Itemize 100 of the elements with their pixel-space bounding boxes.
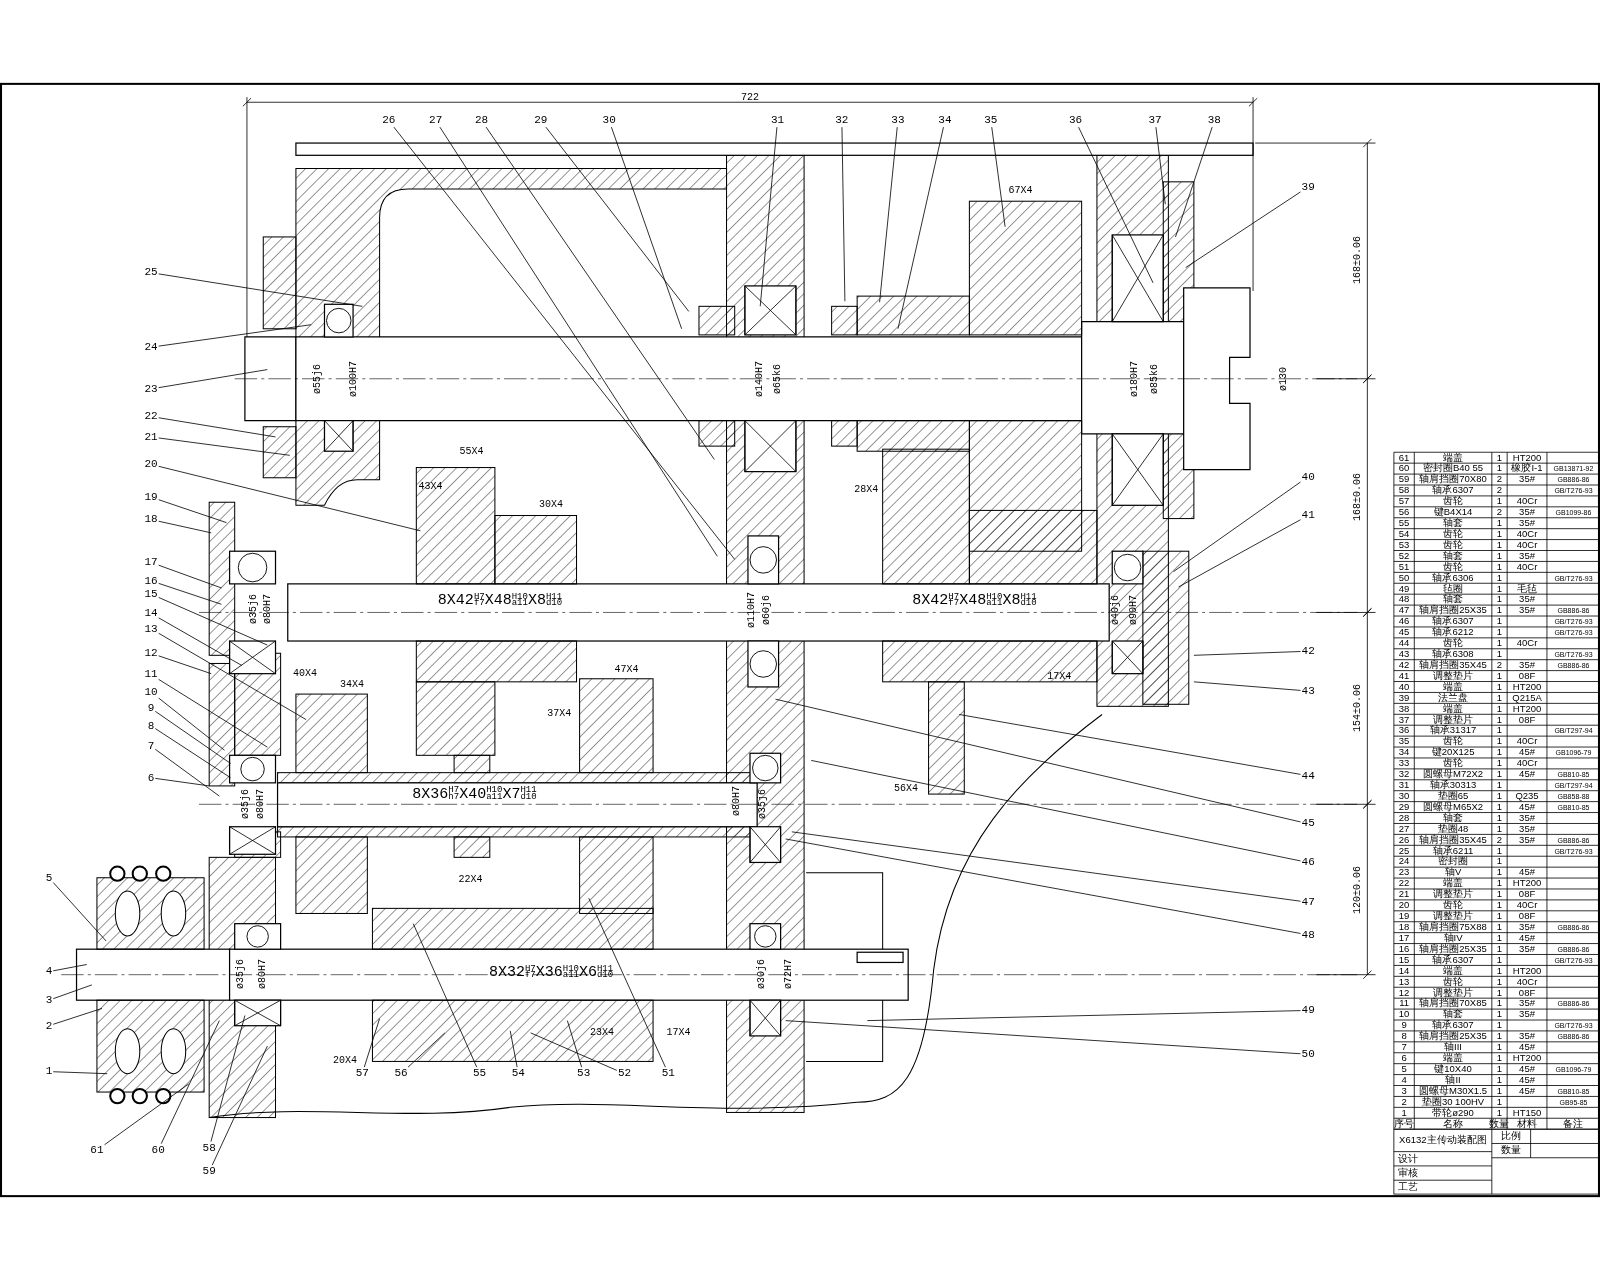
fit-dimension-text: ø35j6 xyxy=(249,594,260,625)
callout-number: 51 xyxy=(661,1067,675,1079)
parts-list-text: 1 xyxy=(1496,725,1503,736)
parts-list-text: 27 xyxy=(1398,823,1410,834)
parts-list-text: HT200 xyxy=(1512,878,1542,889)
parts-list-text: 轴肩挡圈25X35 xyxy=(1419,605,1487,616)
callout-number: 23 xyxy=(144,383,158,395)
parts-list-text: 轴承6308 xyxy=(1432,649,1474,659)
parts-list-text: 1 xyxy=(1496,1042,1503,1052)
callout-number: 9 xyxy=(147,702,155,714)
leader-line xyxy=(158,697,225,751)
parts-list-text: 齿轮 xyxy=(1443,561,1464,572)
parts-list-text: 60 xyxy=(1398,463,1410,474)
parts-list-text: 2 xyxy=(1496,834,1503,845)
leader-line xyxy=(158,655,212,675)
parts-list-text: 35 xyxy=(1398,736,1410,747)
parts-list-text: 橡胶I-1 xyxy=(1511,463,1543,474)
parts-list-text: 9 xyxy=(1401,1020,1407,1030)
parts-list-text: 35# xyxy=(1519,594,1535,605)
leader-line xyxy=(775,698,1301,823)
parts-list-text: 轴V xyxy=(1444,867,1462,878)
parts-list-text: 轴套 xyxy=(1443,813,1464,823)
parts-list-text: 键20X125 xyxy=(1431,747,1475,758)
leader-line xyxy=(158,499,227,524)
parts-list-text: 1 xyxy=(1496,649,1503,659)
parts-list-text: 35# xyxy=(1519,944,1535,954)
parts-list-text: 轴肩挡圈25X35 xyxy=(1419,944,1487,954)
parts-list-text: 1 xyxy=(1496,965,1503,976)
leader-line xyxy=(393,126,736,560)
leader-line xyxy=(158,564,222,589)
parts-list-text: 1 xyxy=(1496,780,1503,790)
fit-dimension-text: ø180H7 xyxy=(1129,360,1140,397)
parts-list-text: 45# xyxy=(1519,769,1535,779)
fit-dimension-text: ø35j6 xyxy=(240,789,251,820)
parts-list-text: 35# xyxy=(1519,922,1535,932)
parts-list-text: 端盖 xyxy=(1443,965,1464,976)
leader-line xyxy=(158,632,307,720)
parts-list-text: 1 xyxy=(1496,572,1503,583)
callout-number: 34 xyxy=(938,114,952,126)
parts-list-text: 61 xyxy=(1398,452,1410,463)
parts-list-text: 35# xyxy=(1519,474,1535,485)
parts-list-text: 45# xyxy=(1519,1042,1535,1052)
gear-tooth-text: 28X4 xyxy=(854,484,879,495)
parts-list-text: 40Cr xyxy=(1516,900,1538,910)
parts-list-text: 轴承31317 xyxy=(1429,725,1477,736)
parts-list-text: 1 xyxy=(1496,1086,1503,1096)
parts-list-text: 45# xyxy=(1519,867,1535,878)
parts-list-text: 1 xyxy=(1496,1009,1503,1020)
parts-list-text: 齿轮 xyxy=(1443,900,1464,910)
parts-list-text: 1 xyxy=(1496,900,1503,910)
parts-list-text: 47 xyxy=(1398,605,1410,616)
parts-list-text: 轴套 xyxy=(1443,518,1464,528)
parts-list-text: 33 xyxy=(1398,758,1410,768)
parts-list-text: 18 xyxy=(1398,922,1410,932)
parts-list-text: 圆螺母M72X2 xyxy=(1423,769,1484,779)
callout-number: 20 xyxy=(144,458,158,470)
gear-tooth-text: 20X4 xyxy=(332,1056,357,1067)
parts-list-text: 54 xyxy=(1398,529,1410,539)
parts-list-text: 材料 xyxy=(1517,1118,1538,1129)
fit-dimension-text: ø40j6 xyxy=(1111,595,1122,626)
parts-list-text: 2 xyxy=(1496,660,1503,670)
parts-list-text: 密封圈 xyxy=(1438,856,1469,867)
gear-tooth-text: 55X4 xyxy=(459,447,484,458)
parts-list-text: 2 xyxy=(1496,507,1503,517)
callout-number: 59 xyxy=(202,1165,216,1177)
parts-list-text: HT200 xyxy=(1512,703,1542,714)
title-block-text: 工艺 xyxy=(1398,1182,1419,1192)
parts-list-text: 32 xyxy=(1398,769,1410,779)
parts-list-text: 52 xyxy=(1398,551,1410,561)
callout-number: 57 xyxy=(355,1067,369,1079)
parts-list-text: 1 xyxy=(1496,1031,1503,1041)
parts-list-text: 轴承6307 xyxy=(1432,485,1474,495)
parts-list-text: 备注 xyxy=(1563,1118,1584,1129)
parts-list-text: 轴承6211 xyxy=(1432,845,1474,856)
parts-list-text: 1 xyxy=(1496,955,1503,965)
parts-list-text: 1 xyxy=(1496,933,1503,943)
leader-line xyxy=(158,617,243,666)
leader-line xyxy=(158,324,312,347)
parts-list-text: 1 xyxy=(1496,682,1503,692)
parts-list-text: Q215A xyxy=(1512,692,1542,703)
parts-list-text: 10 xyxy=(1398,1009,1410,1020)
leader-line xyxy=(785,838,1301,934)
parts-list-text: 1 xyxy=(1496,1096,1503,1107)
parts-list-text: 1 xyxy=(1496,518,1503,528)
parts-list-text: 1 xyxy=(1496,540,1503,550)
gear-tooth-text: 56X4 xyxy=(894,783,919,794)
parts-list-text: 1 xyxy=(1496,769,1503,779)
callout-number: 60 xyxy=(151,1144,165,1156)
dimension-text: 168±0.06 xyxy=(1353,236,1364,285)
parts-list-text: 2 xyxy=(1496,474,1503,485)
parts-list-text: 40Cr xyxy=(1516,540,1538,550)
title-block-text: 设计 xyxy=(1398,1153,1419,1164)
leader-line xyxy=(439,126,718,557)
parts-list-text: 端盖 xyxy=(1443,1053,1464,1063)
callout-number: 11 xyxy=(144,669,158,680)
leader-line xyxy=(154,710,231,764)
callout-number: 55 xyxy=(473,1067,487,1079)
parts-list-text: 1 xyxy=(1496,714,1503,725)
parts-list-text: 34 xyxy=(1398,747,1410,758)
parts-list-text: 1 xyxy=(1496,922,1503,932)
